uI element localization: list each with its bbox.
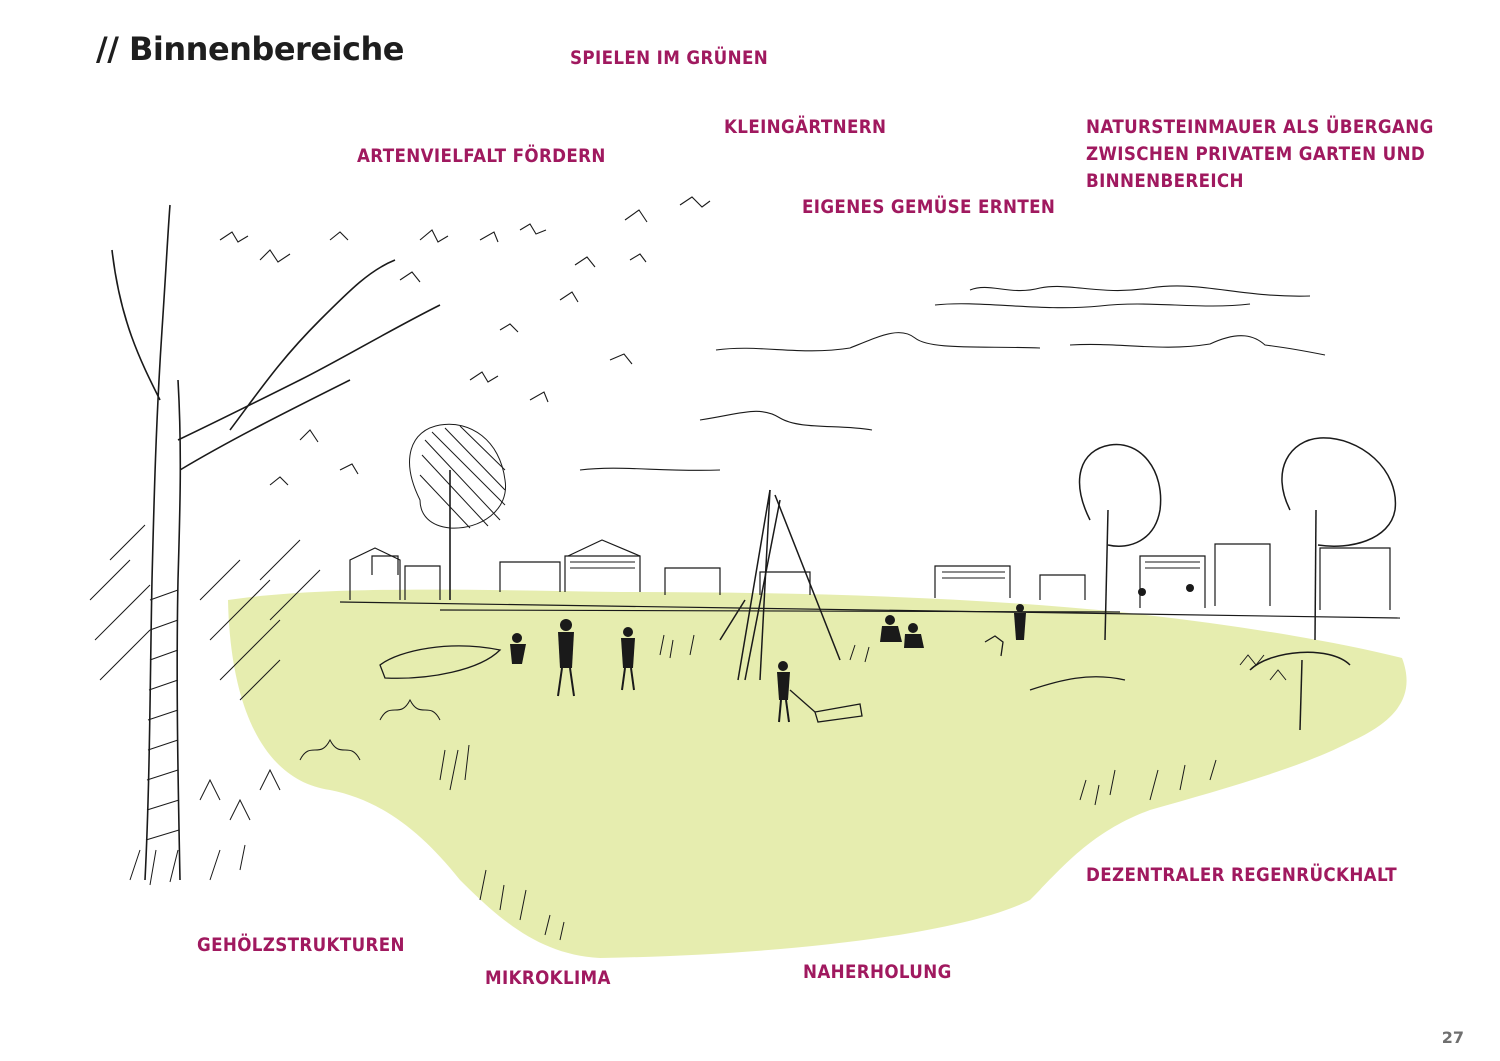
props xyxy=(379,635,1126,723)
label-mikroklima: MIKROKLIMA xyxy=(485,967,611,989)
foliage xyxy=(219,196,711,486)
lawn-area xyxy=(228,589,1407,958)
tipi xyxy=(719,489,841,681)
label-spielen-im-gruenen: SPIELEN IM GRÜNEN xyxy=(570,47,769,69)
right-trees xyxy=(1078,437,1397,731)
label-gemuese-ernten: EIGENES GEMÜSE ERNTEN xyxy=(802,196,1056,218)
label-naherholung: NAHERHOLUNG xyxy=(803,961,952,983)
hatched-tree xyxy=(409,423,506,600)
building-hatching xyxy=(570,561,1200,579)
label-natursteinmauer: NATURSTEINMAUER ALS ÜBERGANG ZWISCHEN PR… xyxy=(1086,116,1434,192)
label-gehoelzstrukturen: GEHÖLZSTRUKTUREN xyxy=(197,934,405,956)
trunk-hatching xyxy=(145,589,180,841)
label-artenvielfalt: ARTENVIELFALT FÖRDERN xyxy=(357,145,606,167)
page-title: // Binnenbereiche xyxy=(96,30,404,68)
clouds xyxy=(579,285,1326,471)
label-kleingaertnern: KLEINGÄRTNERN xyxy=(724,116,887,138)
label-regenrueckhalt: DEZENTRALER REGENRÜCKHALT xyxy=(1086,864,1397,886)
shrubs xyxy=(89,524,1287,941)
main-tree xyxy=(111,204,441,881)
page-number: 27 xyxy=(1441,1028,1464,1047)
people xyxy=(510,584,1194,723)
background-buildings xyxy=(339,539,1401,619)
